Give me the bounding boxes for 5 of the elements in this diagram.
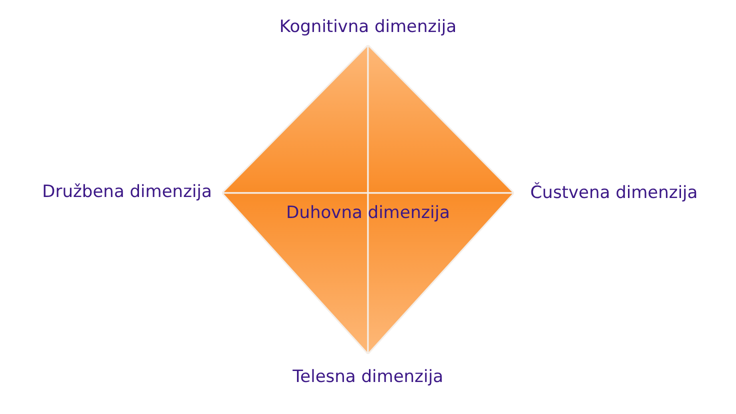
dimension-label: Telesna dimenzija xyxy=(292,367,444,387)
dimension-label: Čustvena dimenzija xyxy=(530,183,698,203)
center-label: Duhovna dimenzija xyxy=(286,203,450,223)
dimension-label: Družbena dimenzija xyxy=(42,182,212,202)
dimension-label: Kognitivna dimenzija xyxy=(279,17,457,37)
